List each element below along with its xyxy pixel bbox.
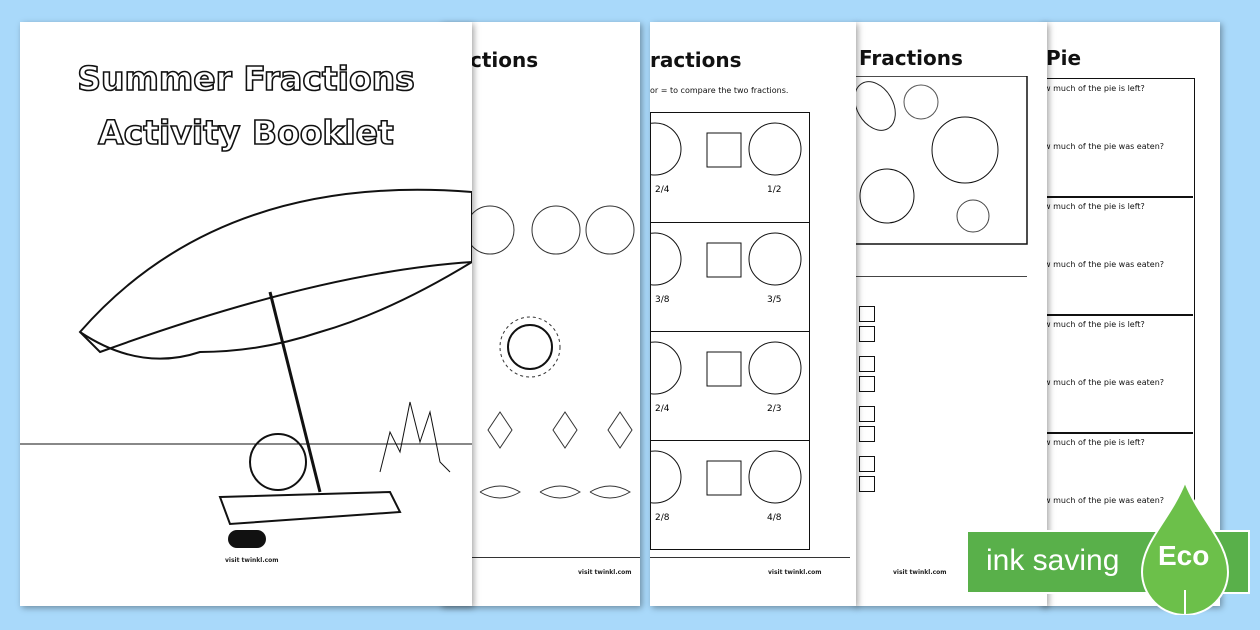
page-title: ctions bbox=[470, 48, 539, 72]
twinkl-logo bbox=[228, 530, 266, 548]
comparison-row: 3/8 3/5 bbox=[651, 222, 809, 332]
comparison-row: 2/4 2/3 bbox=[651, 331, 809, 441]
answer-box[interactable] bbox=[859, 306, 875, 322]
footer-link: visit twinkl.com bbox=[578, 569, 632, 576]
compare-box bbox=[706, 242, 742, 278]
ink-saving-label: ink saving bbox=[986, 544, 1120, 577]
fraction-right: 4/8 bbox=[767, 513, 782, 523]
fraction-circle-left bbox=[651, 232, 682, 286]
cover-page: Summer Fractions Activity Booklet visit … bbox=[20, 22, 472, 606]
instruction-text: or = to compare the two fractions. bbox=[650, 86, 789, 95]
worksheet-page-pictures: ctions visit twinkl.com bbox=[440, 22, 640, 606]
answer-box[interactable] bbox=[859, 356, 875, 372]
fraction-circle-left bbox=[651, 341, 682, 395]
answer-box[interactable] bbox=[859, 406, 875, 422]
fraction-right: 1/2 bbox=[767, 185, 782, 195]
question-text: w much of the pie is left? bbox=[1044, 320, 1145, 329]
answer-box[interactable] bbox=[859, 426, 875, 442]
question-text: w much of the pie was eaten? bbox=[1044, 142, 1165, 151]
answer-box[interactable] bbox=[859, 476, 875, 492]
question-text: w much of the pie is left? bbox=[1044, 202, 1145, 211]
page-title: Pie bbox=[1046, 46, 1082, 70]
question-text: w much of the pie was eaten? bbox=[1044, 378, 1165, 387]
answer-box[interactable] bbox=[859, 326, 875, 342]
page-title: Fractions bbox=[859, 46, 963, 70]
comparison-table: 2/4 1/2 3/8 3/5 2/4 2/3 2/8 4/8 bbox=[650, 112, 810, 550]
fraction-right: 2/3 bbox=[767, 404, 782, 414]
question-text: w much of the pie is left? bbox=[1044, 84, 1145, 93]
worksheet-page-pie: Pie w much of the pie is left? w much of … bbox=[1040, 22, 1220, 606]
question-text: w much of the pie is left? bbox=[1044, 438, 1145, 447]
answer-box[interactable] bbox=[859, 376, 875, 392]
fraction-left: 2/4 bbox=[655, 404, 670, 414]
fraction-circle-right bbox=[748, 122, 802, 176]
question-text: w much of the pie was eaten? bbox=[1044, 260, 1165, 269]
compare-box bbox=[706, 132, 742, 168]
fraction-left: 2/4 bbox=[655, 185, 670, 195]
beach-umbrella-illustration bbox=[20, 188, 472, 526]
summer-pictures bbox=[465, 205, 635, 499]
fraction-circle-right bbox=[748, 232, 802, 286]
fraction-circle-right bbox=[748, 341, 802, 395]
footer-link: visit twinkl.com bbox=[225, 557, 279, 564]
fraction-circle-left bbox=[651, 450, 682, 504]
compare-box bbox=[706, 460, 742, 496]
fraction-left: 2/8 bbox=[655, 513, 670, 523]
comparison-row: 2/4 1/2 bbox=[651, 113, 809, 222]
comparison-row: 2/8 4/8 bbox=[651, 440, 809, 550]
question-text: w much of the pie was eaten? bbox=[1044, 496, 1165, 505]
fraction-right: 3/5 bbox=[767, 295, 782, 305]
footer-link: visit twinkl.com bbox=[893, 569, 947, 576]
compare-box bbox=[706, 351, 742, 387]
fraction-left: 3/8 bbox=[655, 295, 670, 305]
answer-box[interactable] bbox=[859, 456, 875, 472]
eco-droplet-icon bbox=[1140, 480, 1230, 615]
fraction-circle-left bbox=[651, 122, 682, 176]
cover-title: Summer Fractions Activity Booklet bbox=[76, 58, 415, 153]
sports-balls-illustration bbox=[853, 76, 1028, 245]
worksheet-page-balls: Fractions visit twinkl.com bbox=[853, 22, 1047, 606]
eco-label: Eco bbox=[1158, 540, 1210, 571]
page-title: ractions bbox=[650, 48, 742, 72]
footer-link: visit twinkl.com bbox=[768, 569, 822, 576]
worksheet-page-compare: ractions or = to compare the two fractio… bbox=[650, 22, 856, 606]
fraction-circle-right bbox=[748, 450, 802, 504]
